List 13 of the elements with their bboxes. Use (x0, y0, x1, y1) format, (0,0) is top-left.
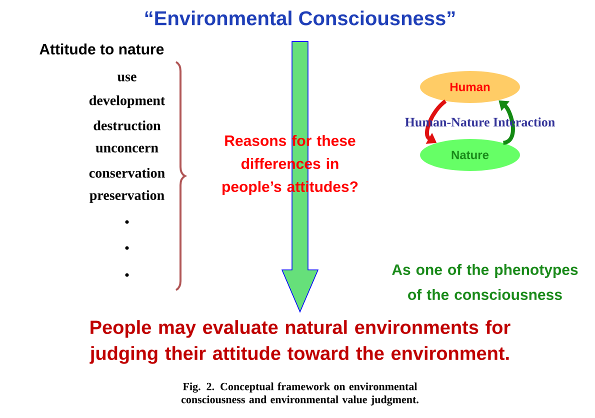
list-item: unconcern (96, 146, 158, 152)
list-item: conservation (89, 168, 165, 178)
note-text: As one of the phenotypes of the consciousness (392, 264, 578, 300)
list-item: development (89, 95, 166, 108)
block-arrow (281, 41, 319, 313)
curved-arrow (425, 100, 447, 144)
heading-text: Attitude to nature (40, 44, 164, 54)
caption: Fig. 2. Conceptual framework on environmental consciousness and environmental value judgment. (181, 382, 418, 406)
conclusion-text: People may evaluate natural environments for judging their attitude toward the environment. (90, 320, 510, 364)
title-text: “Environmental Consciousness” (145, 10, 455, 26)
list-item: use (118, 74, 136, 82)
list-item: destruction (94, 120, 161, 130)
list-item: preservation (90, 190, 164, 203)
